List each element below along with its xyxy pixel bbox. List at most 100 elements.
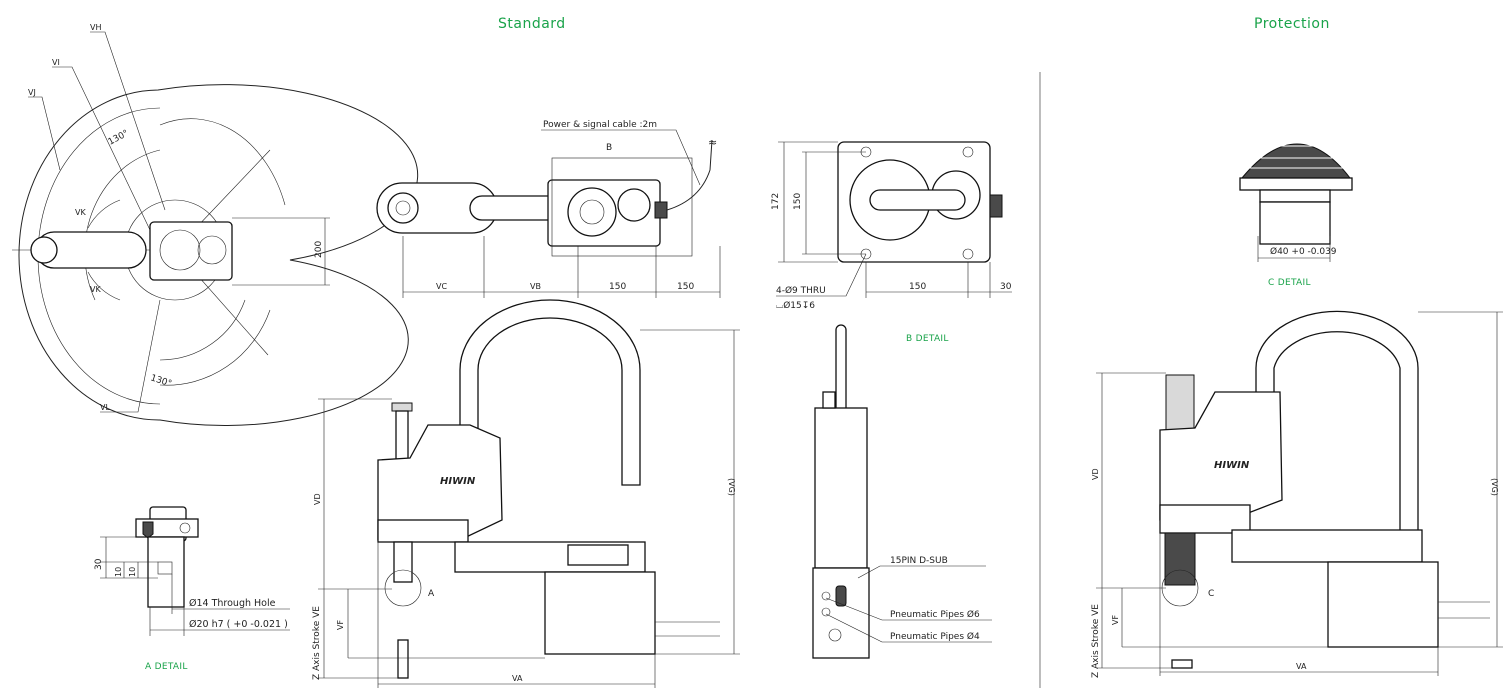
protection-quill [1165, 374, 1195, 436]
angle-lower: 130° [149, 373, 173, 389]
a-dim-10-a: 10 [114, 567, 123, 577]
quill [395, 410, 409, 464]
c-detail-view: Ø40 +0 -0.039 [1239, 123, 1353, 262]
reach-arc-lower [159, 309, 271, 386]
rear-base [812, 567, 870, 659]
a-through-hole: Ø14 Through Hole [189, 598, 276, 609]
rear-housing [814, 407, 868, 569]
reach-arc-inner [84, 149, 161, 301]
label-vh: VH [90, 23, 102, 32]
b-dim-30: 30 [1000, 282, 1012, 292]
joint-motor-top [197, 235, 227, 265]
protection-heading: Protection [1254, 16, 1330, 32]
b-hole-note-1: 4-Ø9 THRU [776, 285, 826, 296]
c-detail-marker: C [1208, 589, 1214, 599]
a-detail-view: 30 10 10 Ø14 Through Hole Ø20 h7 ( +0 -0… [94, 506, 290, 636]
side-dim-vg: (VG) [727, 478, 736, 496]
label-vk-lower: VK [90, 285, 101, 294]
rear-pipe-6: Pneumatic Pipes Ø6 [890, 609, 980, 620]
label-vj: VJ [28, 88, 36, 97]
leader-vj [28, 96, 61, 171]
motor-cap [617, 188, 651, 222]
b-dim-150-horizontal: 150 [909, 282, 926, 292]
end-effector [393, 541, 413, 583]
cable-label: Power & signal cable :2m [543, 120, 657, 130]
protection-bellows [1164, 532, 1196, 586]
a-shaft [147, 536, 185, 608]
cable-arc [459, 299, 641, 486]
dim-200: 200 [314, 241, 324, 258]
tool-flange [387, 192, 419, 224]
label-vi: VI [52, 58, 60, 67]
joint-1-top [159, 229, 201, 271]
bellows-dome [1240, 143, 1352, 179]
side-z-stroke: Z Axis Stroke VE [312, 606, 322, 680]
b-detail-marker: B [606, 143, 612, 153]
b-detail-view: 172 150 150 30 4-Ø9 THRU ⌴Ø15↧6 [771, 141, 1012, 311]
dim-vc: VC [436, 282, 447, 291]
side-dim-vd: VD [313, 493, 322, 505]
protection-z-stroke: Z Axis Stroke VE [1091, 604, 1101, 678]
vk-arc-lower [87, 271, 121, 301]
protection-dim-va: VA [1296, 662, 1307, 671]
side-dim-va: VA [512, 674, 523, 683]
a-detail-marker: A [428, 589, 435, 599]
joint-1 [567, 187, 617, 237]
protection-brand: HIWIN [1214, 460, 1250, 471]
a-dim-10-b: 10 [128, 567, 137, 577]
reach-arc-lower-inner [159, 299, 246, 361]
reach-arc-vh [159, 118, 286, 206]
reach-outline-outer [18, 84, 419, 427]
protection-dim-vf: VF [1111, 615, 1120, 625]
cable-leader [541, 129, 701, 186]
a-detail-caption: A DETAIL [145, 662, 188, 672]
label-vk-upper: VK [75, 208, 86, 217]
svg-text:≈: ≈ [708, 136, 717, 149]
top-view: ≈ B Power & signal cable :2m VC VB 150 1… [376, 120, 721, 298]
rear-pipe-4: Pneumatic Pipes Ø4 [890, 631, 980, 642]
dim-150-b: 150 [677, 282, 694, 292]
cable-connector [654, 201, 668, 219]
dim-vb: VB [530, 282, 541, 291]
protection-dim-vg: (VG) [1490, 478, 1499, 496]
cable [666, 139, 713, 211]
b-detail-caption: B DETAIL [906, 334, 949, 344]
protection-link-1 [1231, 529, 1423, 563]
a-dim-30: 30 [94, 558, 104, 570]
base-housing [544, 571, 656, 655]
b-dim-150-vertical: 150 [793, 193, 803, 210]
c-diameter: Ø40 +0 -0.039 [1270, 246, 1337, 257]
arm-lower [377, 519, 469, 543]
protection-base [1327, 561, 1439, 648]
tool-flange-top [30, 236, 58, 264]
label-vl: VL [100, 403, 110, 412]
rear-dsub: 15PIN D-SUB [890, 556, 948, 566]
protection-dim-vd: VD [1091, 468, 1100, 480]
b-hole-note-2: ⌴Ø15↧6 [776, 300, 815, 311]
hole-leader [776, 253, 867, 297]
b-detail-box [551, 157, 693, 257]
protection-side-view: HIWIN C VD VF Z Axis Stroke VE (VG) [1091, 310, 1503, 678]
z-lower [397, 639, 409, 679]
reach-envelope-view: 200 VH VI VJ VK VK VL 130° 130° [12, 23, 419, 427]
leader-vh [90, 31, 166, 211]
side-dim-vf: VF [336, 620, 345, 630]
vk-arc-upper [87, 199, 121, 229]
b-arm [869, 189, 966, 211]
leader-vl [100, 299, 161, 413]
standard-heading: Standard [498, 16, 566, 32]
angle-upper: 130° [107, 129, 131, 148]
a-detail-circle [384, 569, 422, 607]
c-cylinder [1259, 201, 1331, 245]
side-view: HIWIN A VD VF Z Axis Stroke VE [312, 299, 740, 688]
dim-150-a: 150 [609, 282, 626, 292]
side-brand: HIWIN [440, 476, 476, 487]
base-top [149, 221, 233, 281]
rear-view: 15PIN D-SUB Pneumatic Pipes Ø6 Pneumatic… [812, 324, 992, 659]
c-detail-caption: C DETAIL [1268, 278, 1311, 288]
a-shaft-tolerance: Ø20 h7 ( +0 -0.021 ) [189, 619, 288, 630]
b-dim-172: 172 [771, 193, 781, 210]
leader-vi [52, 66, 151, 231]
